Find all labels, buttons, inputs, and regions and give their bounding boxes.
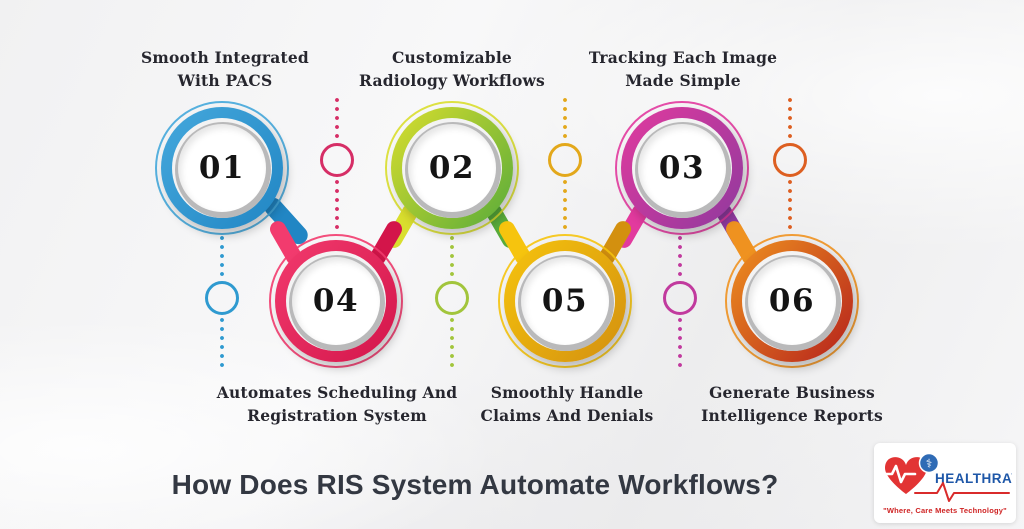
step3-number: 03	[658, 150, 706, 186]
dotted-line	[220, 236, 224, 278]
step4-circle: 04	[267, 218, 405, 368]
step2-label-line2: Radiology Workflows	[359, 71, 545, 90]
brand-tagline: "Where, Care Meets Technology"	[883, 506, 1007, 515]
connector-step1-step2	[317, 98, 357, 232]
connector-ring-icon	[205, 281, 239, 315]
connector-below-step1	[202, 236, 242, 370]
page-title: How Does RIS System Automate Workflows?	[171, 469, 779, 500]
brand-name: HEALTHRAY	[935, 471, 1012, 486]
step2-circle: 02	[383, 101, 521, 251]
step2-outline-ring	[385, 101, 519, 235]
step3-circle: 03	[613, 101, 751, 251]
step3-ring: 03	[621, 107, 743, 229]
ecg-line-icon	[879, 464, 917, 484]
step1-number: 01	[198, 150, 246, 186]
step6-label-line2: Intelligence Reports	[701, 406, 883, 425]
step5-ring: 05	[504, 240, 626, 362]
caduceus-badge-icon	[918, 452, 940, 474]
healthray-logo-graphic: ⚕ HEALTHRAY	[879, 452, 1012, 502]
connector-ring-icon	[773, 143, 807, 177]
step1-label-line2: With PACS	[177, 71, 273, 90]
healthray-logo: ⚕ HEALTHRAY "Where, Care Meets Technolog…	[874, 443, 1016, 523]
step6-ring: 06	[731, 240, 853, 362]
step3-outline-ring	[615, 101, 749, 235]
dotted-line	[788, 98, 792, 140]
step2-ring: 02	[391, 107, 513, 229]
connector-step2-step3	[545, 98, 585, 232]
step4-label-line2: Registration System	[247, 406, 427, 425]
step3-label-line1: Tracking Each Image	[588, 48, 778, 67]
connector-ring-icon	[663, 281, 697, 315]
dotted-line	[563, 180, 567, 232]
dotted-line	[678, 318, 682, 370]
connector-step3-step6	[770, 98, 810, 232]
step6-outline-ring	[725, 234, 859, 368]
step1-outline-ring	[155, 101, 289, 235]
step5-label-line2: Claims And Denials	[480, 406, 654, 425]
step6-label: Generate Business Intelligence Reports	[632, 381, 952, 427]
connector-below-step2	[432, 236, 472, 370]
step4-ring: 04	[275, 240, 397, 362]
step5-number: 05	[541, 283, 589, 319]
dotted-line	[450, 236, 454, 278]
connector-ring-icon	[320, 143, 354, 177]
step1-label-line1: Smooth Integrated	[141, 48, 309, 67]
step6-circle: 06	[723, 218, 859, 368]
step3-label: Tracking Each Image Made Simple	[523, 46, 843, 92]
step2-label-line1: Customizable	[392, 48, 512, 67]
dotted-line	[335, 98, 339, 140]
step4-number: 04	[312, 283, 360, 319]
dotted-line	[788, 180, 792, 232]
step3-label-line2: Made Simple	[625, 71, 741, 90]
dotted-line	[450, 318, 454, 370]
dotted-line	[220, 318, 224, 370]
step1-label: Smooth Integrated With PACS	[65, 46, 385, 92]
dotted-line	[563, 98, 567, 140]
step4-outline-ring	[269, 234, 403, 368]
connector-ring-icon	[548, 143, 582, 177]
connector-ring-icon	[435, 281, 469, 315]
step5-label: Smoothly Handle Claims And Denials	[407, 381, 727, 427]
dotted-line	[678, 236, 682, 278]
step5-outline-ring	[498, 234, 632, 368]
step5-label-line1: Smoothly Handle	[490, 383, 644, 402]
step2-label: Customizable Radiology Workflows	[292, 46, 612, 92]
ecg-underline-icon	[914, 482, 1010, 502]
step4-label-line1: Automates Scheduling And	[216, 383, 458, 402]
dotted-line	[335, 180, 339, 232]
step1-circle: 01	[155, 101, 312, 248]
caduceus-icon: ⚕	[926, 457, 933, 471]
connector-below-step3	[660, 236, 700, 370]
step1-ring: 01	[161, 107, 283, 229]
step6-number: 06	[768, 283, 816, 319]
step2-number: 02	[428, 150, 476, 186]
step5-circle: 05	[496, 218, 634, 368]
step6-label-line1: Generate Business	[709, 383, 875, 402]
step4-label: Automates Scheduling And Registration Sy…	[177, 381, 497, 427]
